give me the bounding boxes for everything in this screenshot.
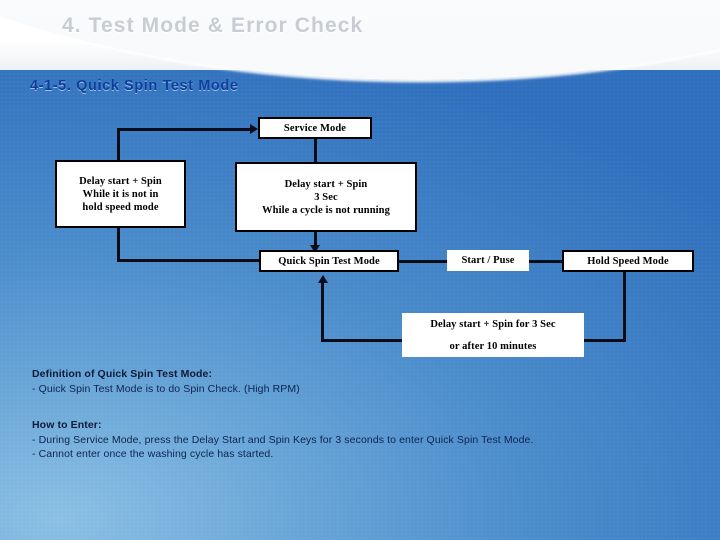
arrow-into-quick-spin: [310, 245, 320, 253]
node-start-pause[interactable]: Start / Puse: [447, 250, 529, 271]
node-return-condition-line2: or after 10 minutes: [449, 340, 537, 352]
node-hold-speed-mode-label: Hold Speed Mode: [587, 255, 669, 267]
node-hold-speed-mode[interactable]: Hold Speed Mode: [562, 250, 694, 272]
node-mid-condition-line2: 3 Sec: [314, 191, 338, 203]
connector-startpause-to-holdspeed: [528, 260, 563, 263]
node-left-condition-line2: While it is not in: [82, 188, 159, 200]
connector-return-up: [321, 283, 324, 341]
connector-left-bottom-horizontal: [117, 259, 261, 262]
connector-service-to-condition: [314, 138, 317, 164]
notes-block: Definition of Quick Spin Test Mode: - Qu…: [32, 368, 692, 462]
howto-line-1: - During Service Mode, press the Delay S…: [32, 434, 534, 446]
node-service-mode[interactable]: Service Mode: [258, 117, 372, 139]
node-mid-condition-line3: While a cycle is not running: [262, 204, 390, 216]
node-return-condition-line1: Delay start + Spin for 3 Sec: [430, 318, 556, 330]
node-quick-spin-test-mode-label: Quick Spin Test Mode: [278, 255, 380, 267]
node-mid-condition-line1: Delay start + Spin: [284, 178, 368, 190]
node-quick-spin-test-mode[interactable]: Quick Spin Test Mode: [259, 250, 399, 272]
connector-holdspeed-down: [623, 272, 626, 342]
connector-condition-to-quickspin: [314, 231, 317, 249]
definition-heading: Definition of Quick Spin Test Mode:: [32, 368, 213, 380]
connector-return-horizontal-right: [578, 339, 626, 342]
node-left-condition-line1: Delay start + Spin: [79, 175, 162, 187]
arrow-into-service-mode: [250, 124, 258, 134]
howto-line-2: - Cannot enter once the washing cycle ha…: [32, 448, 274, 460]
arrow-return-into-quick-spin: [318, 275, 328, 283]
node-left-condition[interactable]: Delay start + Spin While it is not in ho…: [55, 160, 186, 228]
node-left-condition-line3: hold speed mode: [82, 201, 159, 213]
page-title: 4. Test Mode & Error Check: [62, 14, 364, 37]
connector-quickspin-to-startpause: [398, 260, 448, 263]
connector-return-horizontal-left: [321, 339, 411, 342]
node-return-condition[interactable]: Delay start + Spin for 3 Sec or after 10…: [402, 313, 584, 357]
section-title: 4-1-5. Quick Spin Test Mode: [30, 78, 239, 94]
node-service-mode-label: Service Mode: [283, 122, 347, 134]
howto-heading: How to Enter:: [32, 419, 102, 431]
definition-line-1: - Quick Spin Test Mode is to do Spin Che…: [32, 383, 300, 395]
node-mid-condition[interactable]: Delay start + Spin 3 Sec While a cycle i…: [235, 162, 417, 232]
notes-spacer: [32, 397, 692, 419]
node-start-pause-label: Start / Puse: [461, 255, 515, 266]
connector-left-top-horizontal: [117, 128, 254, 131]
